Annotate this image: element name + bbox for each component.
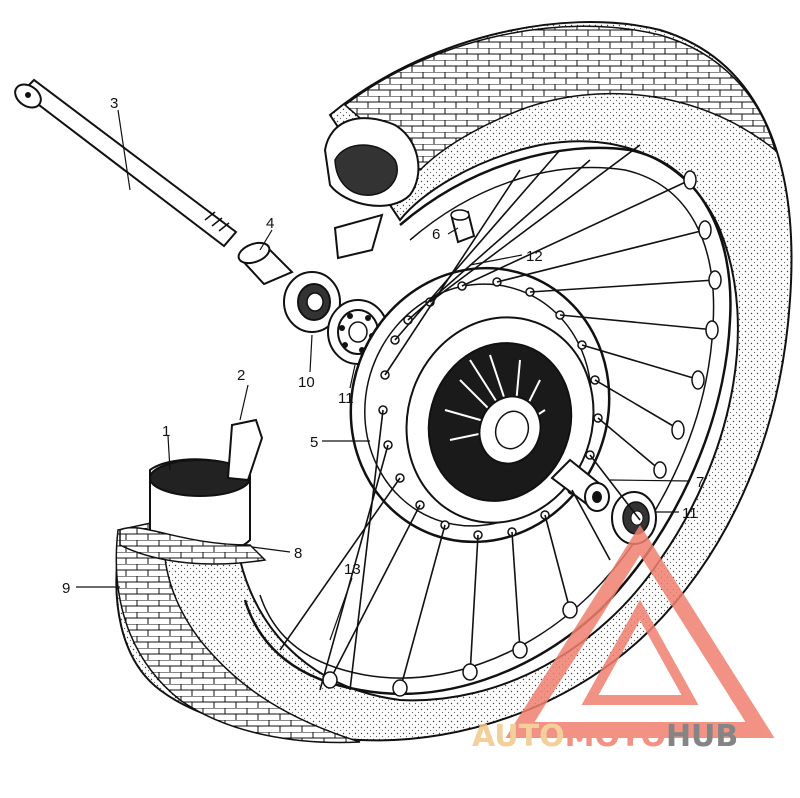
callout-2: 2	[237, 367, 245, 384]
callout-11-upper: 11	[338, 390, 354, 407]
callout-11-lower: 11	[682, 505, 698, 522]
watermark-word-moto: MOTO	[565, 719, 666, 754]
watermark-logo: AUTOMOTOHUB	[472, 525, 775, 754]
callout-labels: 1 2 3 4 5 6 7 8 9 10 11 11 12 13	[62, 95, 704, 597]
hub	[349, 266, 611, 544]
axle-spacer	[237, 241, 294, 286]
bearing-left	[283, 271, 341, 333]
watermark-triangle	[505, 525, 775, 738]
callout-13: 13	[344, 561, 361, 578]
distance-collar	[550, 458, 610, 512]
watermark-word-hub: HUB	[666, 719, 738, 754]
watermark-word-auto: AUTO	[472, 719, 565, 754]
callout-1: 1	[162, 423, 170, 440]
callout-3: 3	[110, 95, 118, 112]
axle	[14, 78, 238, 248]
inner-tube	[119, 458, 267, 565]
leader-lines	[76, 109, 691, 641]
callout-4: 4	[266, 215, 274, 232]
spokes	[279, 144, 716, 691]
spoke-nipples	[322, 170, 722, 697]
rim-band	[226, 418, 264, 482]
watermark-triangle-inner	[581, 599, 699, 705]
svg-text:AUTOMOTOHUB: AUTOMOTOHUB	[472, 719, 738, 754]
callout-7: 7	[696, 474, 704, 491]
bearing-right-lower	[611, 491, 657, 545]
tube-flap	[333, 213, 384, 260]
valve-cap	[450, 209, 476, 244]
callout-8: 8	[294, 545, 302, 562]
callout-9: 9	[62, 580, 70, 597]
callout-12: 12	[526, 248, 543, 265]
callout-10: 10	[298, 374, 315, 391]
tire	[115, 21, 793, 744]
callout-5: 5	[310, 434, 318, 451]
callout-6: 6	[432, 226, 440, 243]
